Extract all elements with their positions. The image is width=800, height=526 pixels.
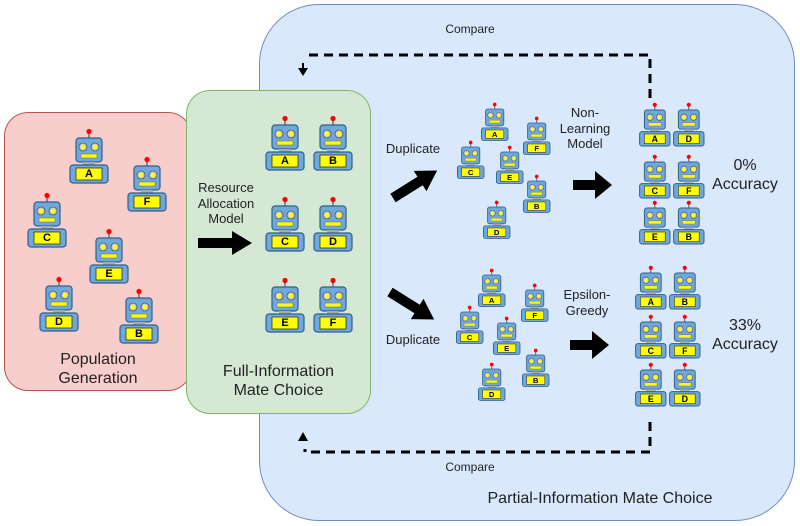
robot-label: A [491, 129, 498, 139]
robot-label: C [651, 185, 658, 196]
robot-label: D [329, 236, 337, 248]
robot-icon: F [672, 154, 706, 199]
robot-label: F [143, 196, 151, 208]
robot-icon: A [480, 102, 509, 141]
full-information-title: Full-Information Mate Choice [222, 363, 335, 400]
accuracy-bottom-label: 33% Accuracy [712, 317, 778, 354]
arrow-right-icon [573, 171, 612, 199]
robot-icon: D [38, 276, 80, 332]
robot-icon: C [456, 140, 485, 179]
duplicate-bottom-label: Duplicate [385, 332, 441, 347]
robot-label: E [504, 343, 510, 353]
robot-label: D [685, 133, 692, 144]
resource-allocation-label: Resource Allocation Model [197, 180, 255, 227]
robot-label: C [466, 332, 473, 342]
robot-label: E [281, 317, 289, 329]
robot-icon: B [672, 200, 706, 245]
robot-icon: C [264, 196, 306, 252]
robot-label: B [329, 155, 337, 167]
compare-top-label: Compare [445, 22, 495, 36]
robot-icon: A [68, 128, 110, 184]
population-generation-title: Population Generation [58, 351, 138, 388]
robot-label: F [532, 310, 538, 320]
robot-label: D [681, 393, 688, 404]
robot-label: B [135, 328, 143, 340]
robot-icon: B [521, 348, 550, 387]
robot-label: C [43, 232, 51, 244]
robot-icon: B [668, 265, 702, 310]
arrow-up-right-icon [390, 170, 438, 203]
robot-icon: A [634, 265, 668, 310]
robot-icon: C [634, 314, 668, 359]
epsilon-greedy-label: Epsilon- Greedy [563, 287, 611, 318]
robot-label: B [685, 231, 692, 242]
robot-icon: E [495, 145, 524, 184]
robot-icon: E [264, 277, 306, 333]
partial-information-title: Partial-Information Mate Choice [487, 490, 713, 507]
robot-label: E [651, 231, 658, 242]
arrow-right-icon [570, 331, 609, 359]
robot-icon: D [672, 102, 706, 147]
robot-icon: F [522, 116, 551, 155]
robot-icon: F [312, 277, 354, 333]
compare-bottom-label: Compare [445, 460, 495, 474]
robot-label: A [281, 155, 289, 167]
robot-label: A [651, 133, 658, 144]
robot-label: B [532, 375, 539, 385]
robot-label: D [55, 316, 63, 328]
robot-label: B [681, 296, 688, 307]
robot-icon: F [668, 314, 702, 359]
robot-label: D [493, 227, 500, 237]
robot-label: C [647, 345, 654, 356]
robot-label: E [105, 268, 113, 280]
robot-label: C [467, 167, 474, 177]
robot-icon: A [477, 268, 506, 307]
robot-icon: C [26, 192, 68, 248]
arrow-down-right-icon [387, 287, 435, 320]
robot-label: B [533, 201, 540, 211]
robot-icon: A [638, 102, 672, 147]
robot-icon: E [492, 316, 521, 355]
robot-label: E [647, 393, 654, 404]
robot-icon: D [668, 362, 702, 407]
robot-icon: E [88, 228, 130, 284]
robot-label: D [488, 389, 495, 399]
robot-icon: B [522, 174, 551, 213]
robot-icon: D [482, 200, 511, 239]
robot-icon: F [126, 156, 168, 212]
robot-icon: C [638, 154, 672, 199]
accuracy-top-label: 0% Accuracy [712, 157, 778, 194]
robot-label: F [682, 345, 688, 356]
robot-icon: A [264, 115, 306, 171]
non-learning-model-label: Non- Learning Model [559, 105, 611, 152]
robot-label: C [281, 236, 289, 248]
arrow-right-icon [198, 231, 252, 255]
robot-label: A [85, 168, 93, 180]
robot-icon: E [638, 200, 672, 245]
compare-top-dashed-arrow-icon [298, 53, 652, 98]
duplicate-top-label: Duplicate [385, 141, 441, 156]
robot-label: F [686, 185, 692, 196]
robot-label: E [507, 172, 513, 182]
robot-icon: B [118, 288, 160, 344]
compare-bottom-dashed-arrow-icon [298, 422, 652, 454]
robot-icon: F [520, 283, 549, 322]
robot-icon: D [477, 362, 506, 401]
robot-label: A [488, 295, 495, 305]
robot-label: A [647, 296, 654, 307]
robot-icon: D [312, 196, 354, 252]
robot-icon: B [312, 115, 354, 171]
robot-icon: C [455, 305, 484, 344]
robot-label: F [534, 143, 540, 153]
robot-icon: E [634, 362, 668, 407]
robot-label: F [329, 317, 337, 329]
